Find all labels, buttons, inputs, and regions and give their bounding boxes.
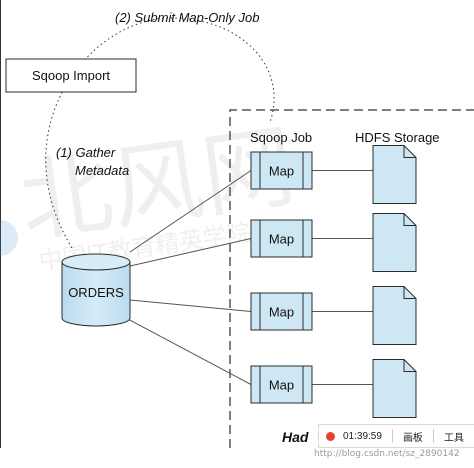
orders-to-map-connectors	[125, 170, 252, 385]
orders-label: ORDERS	[68, 285, 124, 300]
submit-job-arc	[45, 17, 275, 249]
map-task-box: Map	[250, 219, 313, 258]
blog-url-text: http://blog.csdn.net/sz_2890142	[314, 449, 460, 459]
submit-job-label: (2) Submit Map-Only Job	[115, 10, 260, 25]
watermark-logo-icon	[0, 220, 18, 256]
sqoop-import-box: Sqoop Import	[5, 58, 137, 93]
hadoop-label: Had	[282, 429, 309, 445]
gather-metadata-label-2: Metadata	[75, 163, 129, 178]
player-divider	[432, 429, 434, 443]
map-task-label: Map	[269, 378, 294, 393]
hadoop-cluster-boundary	[229, 109, 474, 448]
orders-map-connector	[129, 238, 252, 267]
map-task-label: Map	[269, 164, 294, 179]
record-indicator-icon	[326, 431, 335, 441]
gather-metadata-label-1: (1) Gather	[56, 145, 116, 160]
hdfs-files	[372, 145, 417, 418]
sqoop-job-label: Sqoop Job	[250, 130, 312, 145]
hdfs-file-icon	[372, 286, 417, 345]
hdfs-storage-label: HDFS Storage	[355, 130, 440, 145]
sqoop-import-label: Sqoop Import	[32, 68, 110, 83]
hdfs-file-icon	[372, 213, 417, 272]
orders-database-icon: ORDERS	[61, 253, 131, 327]
orders-map-connector	[129, 299, 252, 312]
map-task-label: Map	[269, 305, 294, 320]
map-task-box: Map	[250, 292, 313, 331]
bottom-strip	[0, 448, 474, 468]
video-player-bar: 01:39:59 画板 工具	[318, 424, 474, 448]
tools-button[interactable]: 工具	[443, 432, 464, 444]
canvas-button[interactable]: 画板	[402, 432, 423, 444]
map-to-hdfs-connectors	[312, 170, 373, 385]
map-task-label: Map	[269, 232, 294, 247]
playback-time: 01:39:59	[343, 430, 382, 442]
map-task-box: Map	[250, 365, 313, 404]
player-divider	[391, 429, 393, 443]
orders-map-connector	[125, 317, 252, 385]
hdfs-file-icon	[372, 145, 417, 204]
hdfs-file-icon	[372, 359, 417, 418]
map-task-box: Map	[250, 151, 313, 190]
orders-map-connector	[129, 170, 252, 253]
